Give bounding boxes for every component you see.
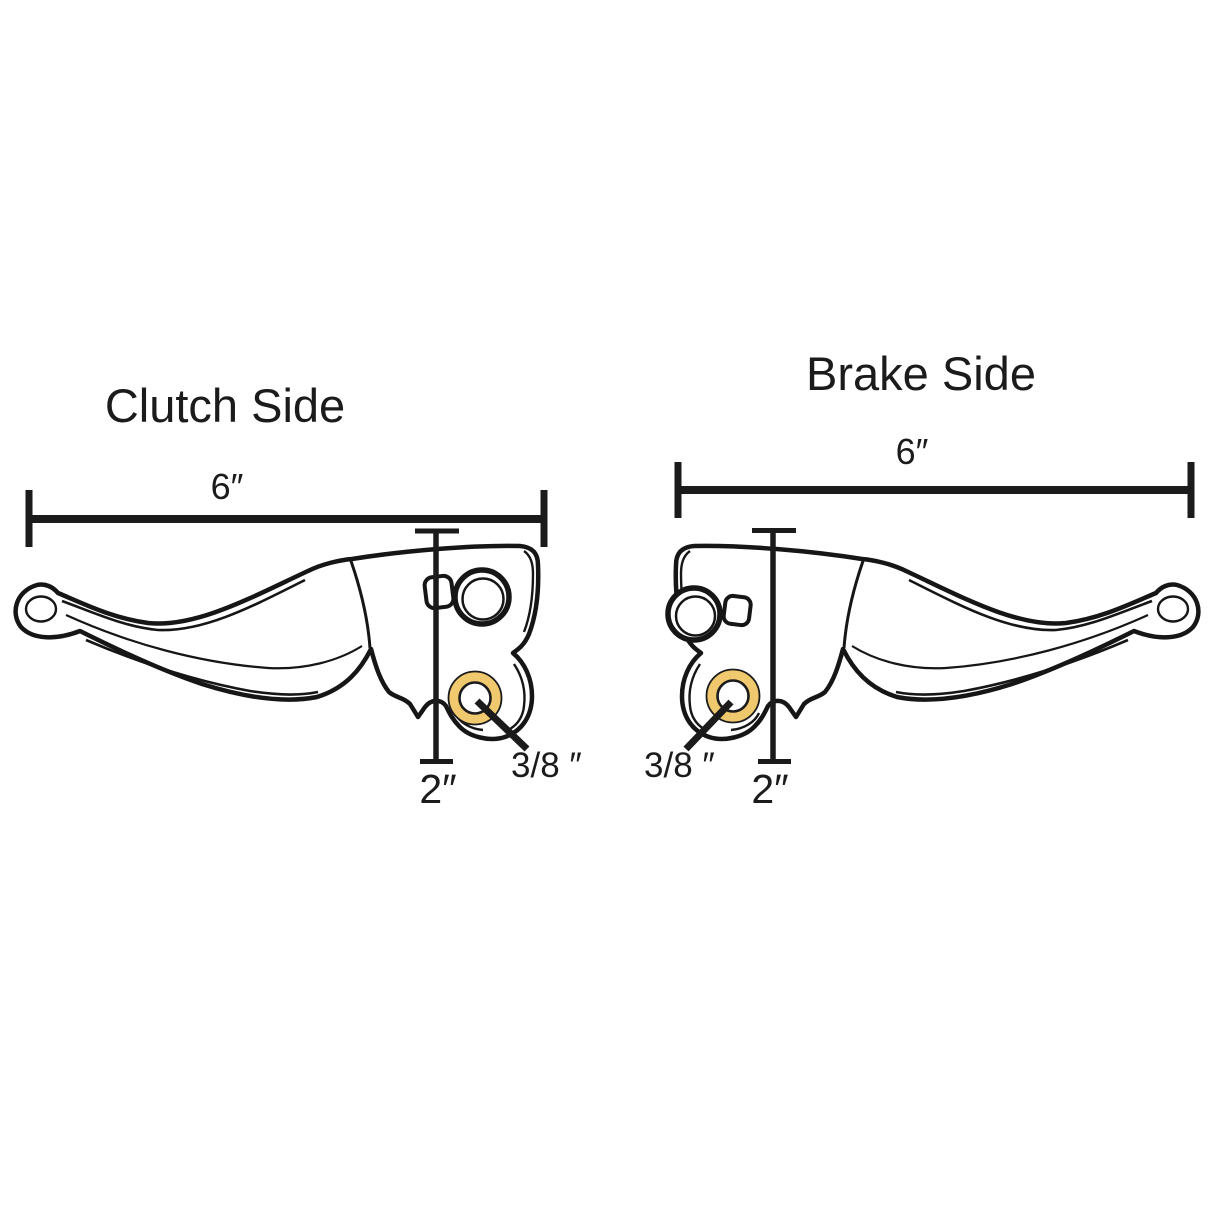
brake-adjuster-slot (721, 593, 753, 628)
brake-height-label: 2″ (751, 766, 788, 812)
clutch-length-dimension (25, 490, 548, 547)
clutch-length-label: 6″ (211, 466, 244, 507)
brake-bushing (705, 668, 761, 724)
brake-hole-label: 3/8 ″ (644, 746, 715, 785)
brake-height-dimension (752, 528, 796, 764)
clutch-height-dimension (415, 528, 459, 764)
clutch-hole-leader-line (474, 698, 530, 752)
clutch-hole-label: 3/8 ″ (511, 746, 582, 785)
clutch-side-panel: Clutch Side 6″ 2″ 3/8 ″ (16, 379, 582, 812)
clutch-pivot-hole-inner (461, 577, 505, 621)
clutch-title: Clutch Side (105, 379, 345, 432)
brake-pivot-hole-inner (674, 595, 717, 637)
clutch-bushing-inner-edge (458, 681, 492, 715)
brake-title: Brake Side (806, 347, 1036, 400)
brake-length-label: 6″ (896, 431, 929, 472)
brake-length-dimension (674, 462, 1195, 518)
clutch-adjuster-slot (422, 573, 456, 611)
brake-bushing-outer-edge (705, 668, 761, 724)
brake-bushing-inner-edge (716, 679, 750, 713)
brake-side-panel: Brake Side 6″ 2″ 3/8 ″ (644, 347, 1198, 812)
clutch-bushing-outer-edge (447, 670, 503, 726)
brake-hole-leader-line (683, 699, 734, 752)
clutch-height-label: 2″ (419, 766, 456, 812)
